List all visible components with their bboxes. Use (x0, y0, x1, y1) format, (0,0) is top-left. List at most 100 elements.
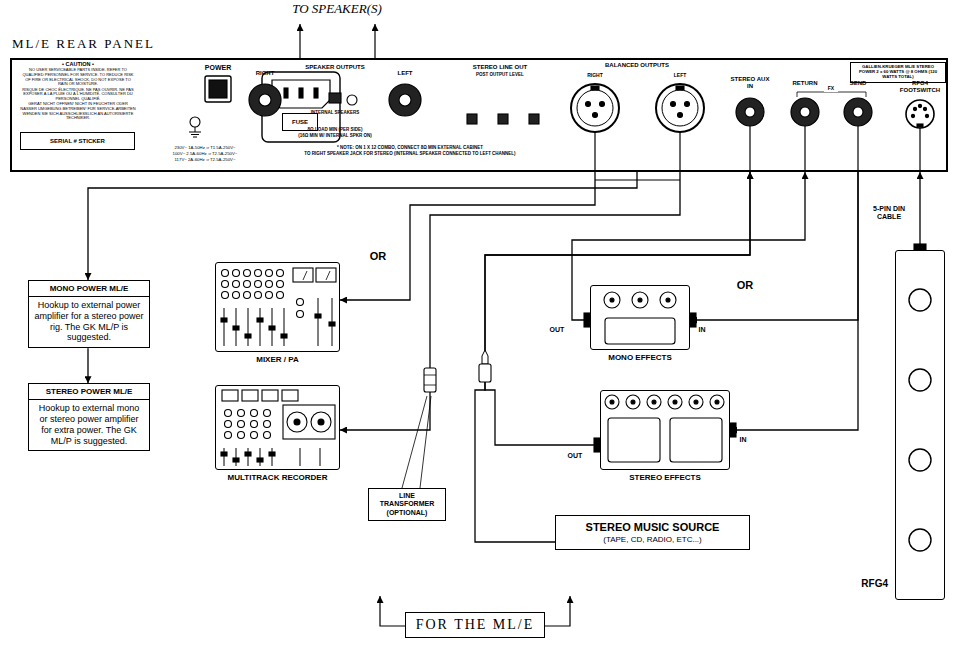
panel-label: 117V~ 2A-60Hz ⇒ T2.5A-250V~ (140, 158, 270, 163)
mixer-knob (266, 270, 273, 277)
xlr-jack (571, 84, 619, 132)
mixer-knob (297, 299, 304, 306)
fader-cap (257, 318, 263, 322)
panel-label: OUT (562, 452, 588, 460)
signal-cable (730, 172, 858, 430)
iec-pin (314, 88, 318, 98)
panel-label: GERÄT NICHT ÖFFNEN! NICHT IN FEUCHTER OD… (20, 102, 136, 120)
recorder-knob (225, 421, 232, 428)
iec-pin (284, 88, 288, 98)
mixer-knob (266, 281, 273, 288)
mixer-knob (233, 281, 240, 288)
label-group: OR (363, 250, 393, 263)
xlr-pin (593, 113, 598, 118)
speaker-jack-hole (259, 94, 271, 106)
meter-needle (303, 271, 307, 280)
node-title: GALLIEN-KRUEGER ML/E STEREO POWER 2 x 60… (854, 65, 942, 80)
din-pin (913, 107, 916, 110)
mixer-knob (255, 281, 262, 288)
line-transformer (424, 368, 436, 392)
panel-label: INTERNAL SPEAKERS (310, 110, 360, 115)
mixer-knob (255, 270, 262, 277)
node-title: MONO EFFECTS (608, 353, 672, 362)
node-title: STEREO POWER ML/E (29, 384, 149, 400)
speaker-jack (249, 84, 281, 116)
recorder-knob (238, 410, 245, 417)
bracket-arrow (545, 596, 570, 626)
label-group: SPEAKER OUTPUTS (299, 64, 371, 71)
panel-label: BALANCED OUTPUTS (592, 62, 682, 69)
recorder-knob (238, 432, 245, 439)
din-pin (923, 107, 926, 110)
jack-wire (749, 126, 750, 172)
fader-cap (269, 326, 275, 330)
line-out-jack (498, 114, 508, 124)
signal-cable (690, 172, 858, 320)
knob-dot (610, 400, 614, 404)
xlr-latch (591, 86, 599, 90)
knob-dot (638, 298, 642, 302)
phone-jack (844, 98, 872, 126)
signal-cable (87, 348, 88, 383)
jack-wire (919, 128, 920, 172)
xlr-pin (600, 102, 605, 107)
fader-cap (245, 452, 251, 456)
stereo-effects-pedal: STEREO EFFECTS (600, 390, 730, 470)
mixer-knob (244, 270, 251, 277)
panel-label: IN (733, 436, 753, 444)
panel-label: POST OUTPUT LEVEL (464, 72, 536, 77)
signal-cable (340, 172, 595, 300)
node-body: (TAPE, CD, RADIO, ETC...) (559, 533, 746, 547)
din-pin (918, 104, 921, 107)
transformer-band (424, 385, 436, 386)
fader-cap (281, 334, 287, 338)
label-group: RETURN (785, 80, 825, 87)
serial-sticker: SERIAL # STICKER (20, 132, 135, 150)
power-rocker (209, 80, 227, 98)
recorder-knob (251, 410, 258, 417)
mixer-fader (284, 308, 285, 346)
panel-label: RIGHT (580, 73, 610, 79)
panel-label: RIGHT (250, 70, 280, 77)
fader-cap (233, 326, 239, 330)
footswitch-button (909, 529, 931, 551)
panel-label: OUT (544, 326, 570, 334)
signal-cable (475, 172, 750, 542)
mixer-knob (244, 281, 251, 288)
label-group: 8Ω LOAD MIN (PER SIDE)(16Ω MIN W/ INTERN… (285, 127, 385, 138)
label-group: LEFT (665, 73, 695, 79)
label-group: 230V~ 1A-50Hz ⇒ T1.5A-250V~100V~ 2.5A-60… (140, 146, 270, 163)
pedal-knob (660, 292, 676, 308)
mixer-fader (260, 308, 261, 346)
ground-screw (190, 117, 200, 127)
fader-cap (329, 322, 335, 326)
footswitch-button (909, 449, 931, 471)
recorder-fader (320, 448, 321, 466)
panel-label: 230V~ 1A-50Hz ⇒ T1.5A-250V~ (140, 146, 270, 151)
panel-label: STEREO AUX IN (730, 76, 770, 90)
pedal-knob (668, 395, 682, 409)
recorder-meter (282, 390, 298, 401)
jack-wire (857, 126, 858, 172)
label-group: IN (692, 326, 712, 334)
recorder-knob (264, 432, 271, 439)
speaker-jack-hole (399, 94, 411, 106)
caption-box: FOR THE ML/E (405, 612, 545, 638)
reel-hub (318, 419, 324, 425)
leader-line (402, 396, 427, 488)
xlr-pin (678, 113, 683, 118)
mixer-knob (277, 292, 284, 299)
label-group: IN (733, 436, 753, 444)
heading-label: TO SPEAKER(S) (262, 2, 412, 17)
jack-wire (804, 126, 805, 172)
tape-deck (283, 405, 335, 439)
speaker-arrow (299, 24, 300, 58)
phone-jack (736, 98, 764, 126)
note-box: STEREO POWER ML/EHookup to external mono… (28, 383, 150, 451)
signal-cable (340, 172, 680, 430)
label-group: TO SPEAKER(S) (262, 2, 412, 17)
panel-label: 5-PIN DIN CABLE (863, 205, 915, 221)
mixer-knob (222, 281, 229, 288)
line-out-jack (467, 114, 477, 124)
panel-label: • CAUTION • (20, 61, 136, 67)
